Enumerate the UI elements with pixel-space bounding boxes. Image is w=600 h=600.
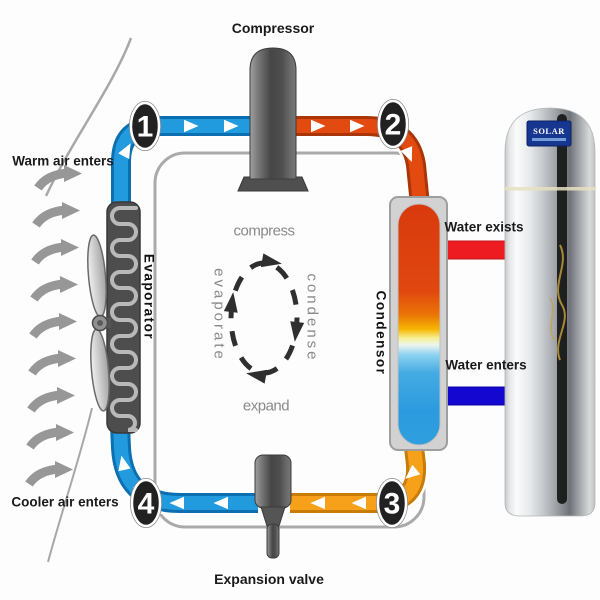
- tank-gold-decor: [549, 297, 555, 341]
- evaporator: [106, 201, 141, 434]
- tank-trim-stripe: [557, 114, 567, 504]
- cycle-diagram: compress condense expand evaporate: [211, 223, 321, 415]
- warm-air-label: Warm air enters: [12, 154, 114, 169]
- station-badge-1: 1: [129, 101, 161, 151]
- expansion-valve-label: Expansion valve: [214, 571, 324, 587]
- labels: Compressor Expansion valve Evaporator Co…: [11, 20, 526, 587]
- tank-seam: [505, 187, 595, 191]
- station-number: 2: [385, 109, 402, 142]
- station-number: 1: [137, 111, 154, 144]
- wind-streak-bottom: [47, 407, 93, 563]
- tank-brand-label: SOLAR: [526, 120, 572, 147]
- water-in-label: Water enters: [445, 358, 526, 373]
- station-number: 3: [384, 488, 401, 521]
- water-out-label: Water exists: [444, 220, 523, 235]
- station-badge-2: 2: [377, 99, 409, 149]
- fan: [87, 234, 111, 412]
- cycle-step-expand: expand: [243, 398, 289, 415]
- cycle-step-compress: compress: [233, 223, 294, 240]
- water-tank: SOLAR: [504, 107, 596, 517]
- compressor-label: Compressor: [232, 20, 315, 36]
- station-badge-3: 3: [376, 478, 408, 528]
- condensor-label: Condensor: [374, 291, 389, 376]
- station-badge-4: 4: [130, 478, 162, 528]
- cooler-air-label: Cooler air enters: [11, 495, 118, 510]
- cycle-step-evaporate: evaporate: [211, 268, 228, 362]
- cycle-step-condense: condense: [304, 273, 321, 362]
- compressor: [237, 47, 309, 192]
- tank-brand-text: SOLAR: [533, 126, 565, 136]
- condensor: [389, 196, 448, 451]
- air-flow-arrows: [29, 37, 133, 563]
- evaporator-label: Evaporator: [142, 254, 157, 340]
- expansion-valve: [254, 454, 292, 559]
- station-number: 4: [138, 488, 155, 521]
- tank-gold-decor: [557, 244, 566, 361]
- evaporator-coil: [110, 206, 138, 432]
